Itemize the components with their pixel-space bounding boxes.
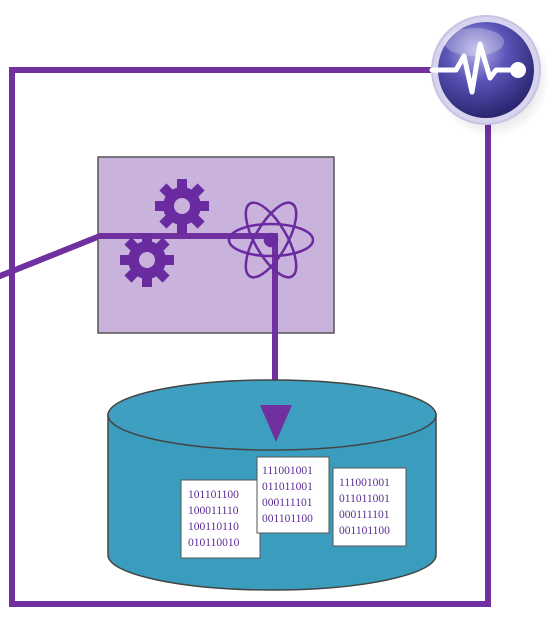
heartbeat-monitor-icon — [429, 15, 550, 138]
card-1-line-4: 010110010 — [188, 537, 240, 549]
card-2-line-3: 000111101 — [262, 497, 313, 509]
card-3-line-1: 111001001 — [339, 477, 390, 489]
card-3-line-3: 000111101 — [339, 509, 390, 521]
card-3-line-4: 001101100 — [339, 525, 390, 537]
card-2-line-1: 111001001 — [262, 465, 313, 477]
arrow-head-front — [260, 405, 292, 442]
atom-icon — [227, 201, 315, 279]
card-2-line-4: 001101100 — [262, 513, 313, 525]
card-1-line-3: 100110110 — [188, 521, 239, 533]
card-1-line-2: 100011110 — [188, 505, 239, 517]
card-1-line-1: 101101100 — [188, 489, 239, 501]
outer-frame — [9, 67, 491, 607]
card-2-line-2: 011011001 — [262, 481, 313, 493]
gears-icon — [120, 179, 209, 287]
card-3-line-2: 011011001 — [339, 493, 390, 505]
binary-card-1: 101101100 100011110 100110110 010110010 — [180, 479, 261, 559]
binary-card-2: 111001001 011011001 000111101 001101100 — [256, 456, 330, 534]
binary-card-3: 111001001 011011001 000111101 001101100 — [332, 467, 407, 547]
